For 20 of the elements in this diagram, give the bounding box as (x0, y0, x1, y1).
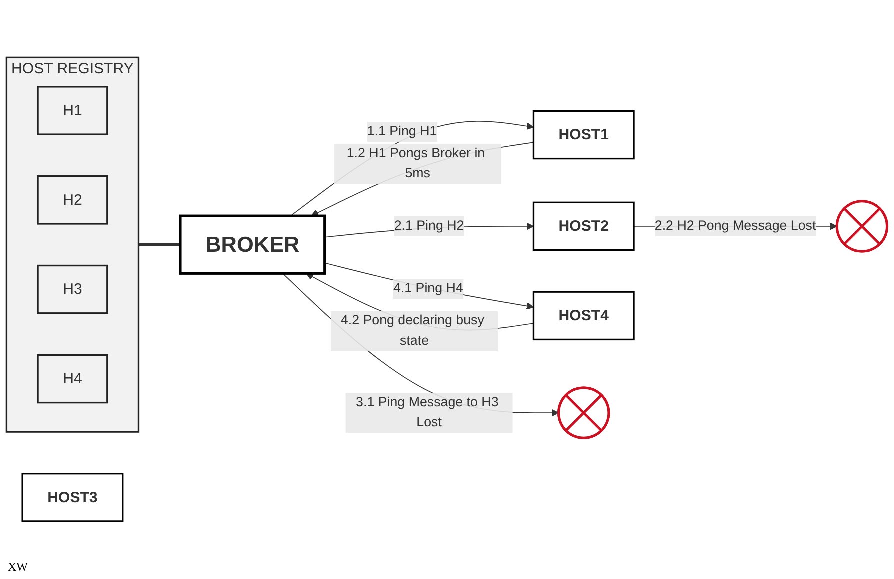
edge-label: 1.2 H1 Pongs Broker in 5ms (346, 146, 486, 181)
node-box: BROKER (179, 214, 326, 275)
node-box: H4 (37, 354, 108, 404)
edge-label: 2.2 H2 Pong Message Lost (654, 218, 816, 234)
edge-label: 1.1 Ping H1 (367, 124, 438, 139)
edge-label: 3.1 Ping Message to H3 Lost (356, 395, 499, 430)
node-box: H3 (37, 264, 108, 314)
node-box: HOST4 (532, 291, 635, 340)
node-box: HOST1 (532, 110, 635, 160)
stray-text: XW (8, 560, 28, 574)
node-box: HOST3 (22, 472, 124, 522)
arrow (306, 273, 534, 331)
connector (138, 243, 181, 246)
edge-label: 2.1 Ping H2 (394, 218, 464, 234)
edge-label: 4.1 Ping H4 (393, 282, 464, 296)
node-box: HOST2 (532, 202, 635, 252)
arrow (324, 262, 534, 310)
node-box: H1 (37, 86, 108, 136)
edge-label: 4.2 Pong declaring busy state (340, 314, 484, 348)
node-box: H2 (37, 175, 108, 225)
